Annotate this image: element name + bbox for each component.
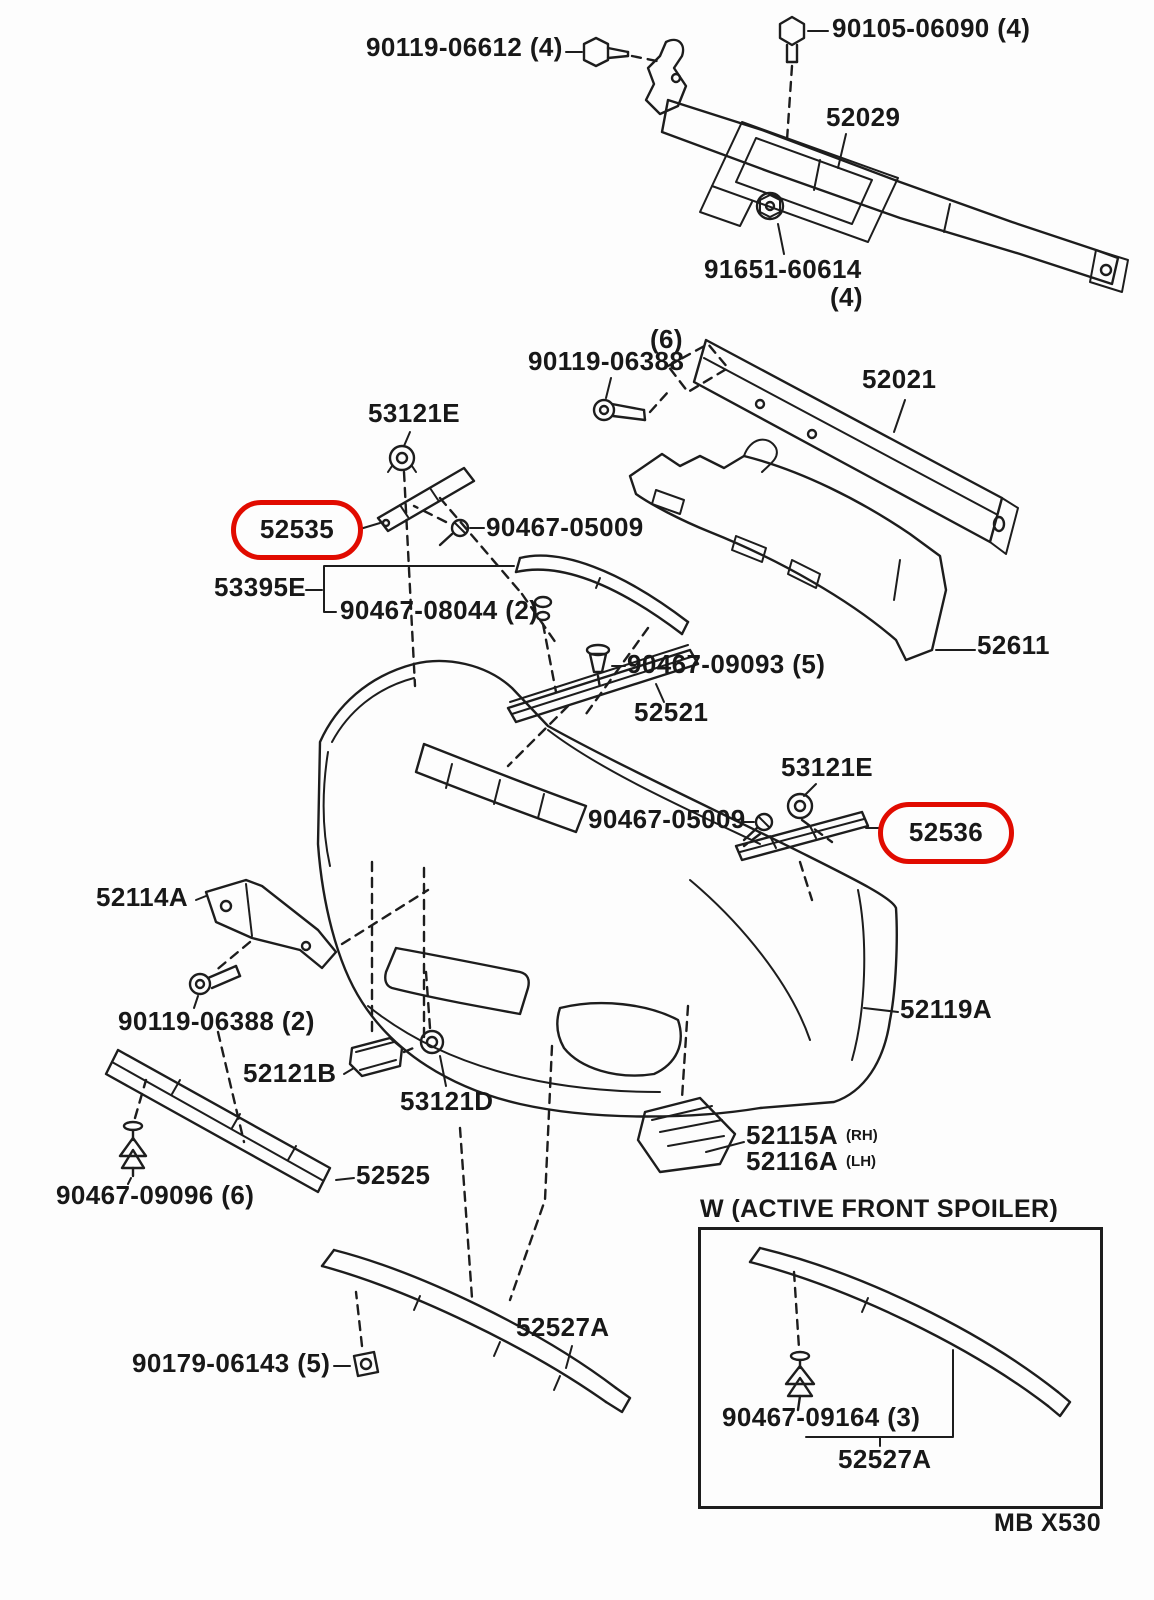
spoiler-box-title: W (ACTIVE FRONT SPOILER) [700,1195,1059,1223]
callout-52527A-left: 52527A [516,1312,610,1342]
callout-52535: 52535 [259,514,335,545]
callout-91651-60614: 91651-60614 [704,254,862,284]
callout-52115A-row: 52115A (RH) [746,1120,878,1150]
callout-52611: 52611 [977,630,1050,660]
bolt-icon [778,15,829,142]
callout-53121E-left: 53121E [368,398,461,428]
callout-90467-08044: 90467-08044 (2) [340,595,539,625]
bumper-cover-art [216,659,899,1302]
push-clip-icon [784,1350,816,1412]
callout-52021: 52021 [862,364,937,394]
arm-bracket-art [195,878,430,974]
callout-52029: 52029 [826,102,901,132]
leader-line [837,133,847,169]
callout-53395E: 53395E [214,572,307,602]
callout-90119-06388-qty: (6) [650,324,683,354]
reinforcement-art [692,338,1019,555]
figure-code: MB X530 [994,1509,1102,1537]
callout-53121E-right: 53121E [781,752,874,782]
callout-90467-09096: 90467-09096 (6) [56,1180,255,1210]
nut-icon [755,191,785,255]
spoiler-box-frame [698,1227,1103,1509]
highlight-52535: 52535 [231,500,363,560]
callout-90467-09093: 90467-09093 (5) [627,649,826,679]
callout-52121B: 52121B [243,1058,337,1088]
callout-52525: 52525 [356,1160,431,1190]
callout-53121D: 53121D [400,1086,494,1116]
front-spoiler-art [320,1248,632,1414]
bolt-icon [592,342,730,422]
moulding-art [305,554,690,636]
callout-52536: 52536 [908,817,984,848]
push-clip-icon [118,1078,148,1185]
callout-52116A-row: 52116A (LH) [746,1146,877,1176]
active-spoiler-art [748,1246,1072,1447]
nut-icon [419,970,447,1087]
callout-90119-06612: 90119-06612 (4) [366,32,563,62]
lower-bracket-art [343,1036,420,1078]
absorber-art [584,438,976,716]
callout-90119-06388: 90119-06388 [528,346,685,376]
callout-90119-06388-2: 90119-06388 (2) [118,1006,315,1036]
screw-icon [412,504,485,547]
callout-52527A-box: 52527A [838,1444,932,1474]
callout-90179-06143: 90179-06143 (5) [132,1348,331,1378]
callout-90467-05009-left: 90467-05009 [486,512,644,542]
lower-stiffener-art [104,1048,355,1194]
callout-52119A: 52119A [900,994,993,1024]
callout-90467-09164: 90467-09164 (3) [722,1402,921,1432]
callout-52115A-side: (RH) [846,1126,878,1144]
highlight-52536: 52536 [878,802,1014,864]
callout-52116A-side: (LH) [846,1152,877,1170]
retainer-center-art [506,644,700,768]
side-bracket-art [636,1096,745,1174]
bolt-icon [565,36,664,68]
callout-52116A: 52116A [746,1146,839,1176]
callout-91651-60614-qty: (4) [830,282,863,312]
grommet-icon [533,595,558,694]
callout-52521: 52521 [634,697,709,727]
nut-icon [387,431,417,688]
radiator-support-art [644,38,1129,293]
callout-52114A: 52114A [96,882,189,912]
callout-90467-05009-right: 90467-05009 [588,804,746,834]
callout-52115A: 52115A [746,1120,839,1150]
bolt-icon [188,964,242,1009]
nut-icon [333,1290,380,1378]
callout-90105-06090: 90105-06090 (4) [832,13,1031,43]
